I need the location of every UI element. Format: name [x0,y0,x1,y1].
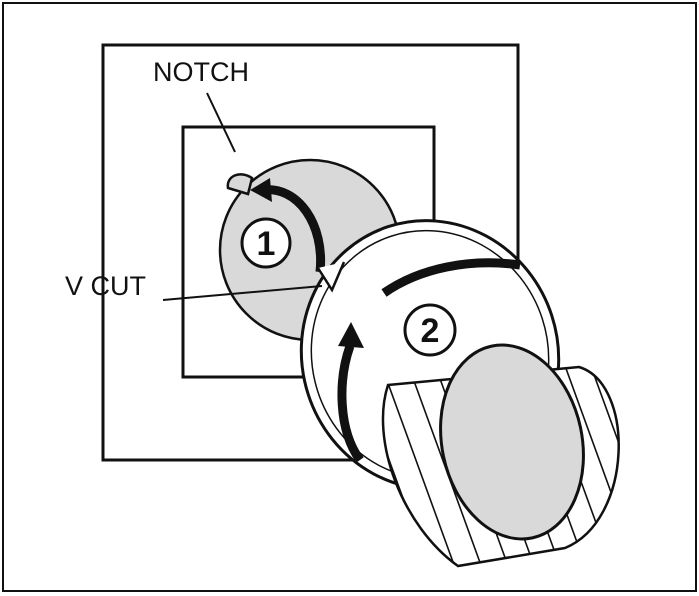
step-2-number: 2 [421,312,440,350]
v-cut-leader-line [162,285,323,301]
knob-face [439,343,585,541]
notch-label: NOTCH [153,57,249,87]
knob-assembly [299,219,620,568]
rotate-arrow-icon [250,178,326,273]
step-2-badge: 2 [403,303,457,357]
v-cut-mark [316,261,346,293]
wall-plate [101,43,520,462]
rotate-arrow-icon [337,258,521,463]
notch-leader-line [206,92,236,153]
step-1-number: 1 [257,225,276,263]
v-cut-label: V CUT [65,271,146,301]
notch-tab [226,173,254,196]
step-1-badge: 1 [240,217,292,269]
